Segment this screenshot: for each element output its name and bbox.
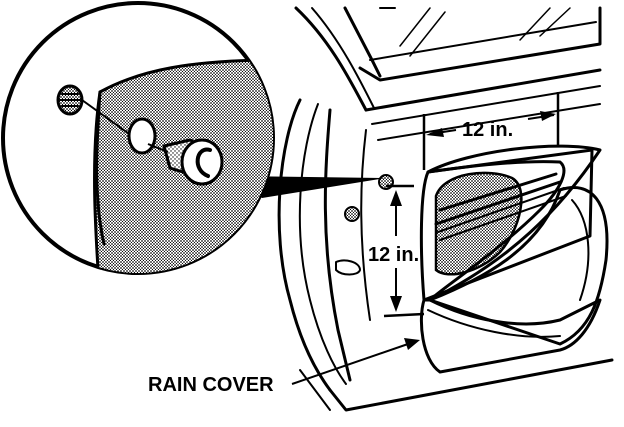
dimension-vertical	[383, 184, 425, 318]
rain-cover-peel	[419, 144, 609, 374]
width-measure-label: 12 in.	[462, 119, 513, 141]
dimension-horizontal	[422, 92, 560, 170]
rain-cover-leader	[291, 338, 420, 385]
detail-callout-wedge	[232, 176, 386, 198]
door-frame	[277, 6, 614, 412]
magnified-detail	[1, 1, 275, 275]
clip-icon	[56, 84, 133, 137]
push-clip	[147, 138, 224, 186]
height-measure-label: 12 in.	[368, 244, 419, 266]
clip-hole-lower	[344, 206, 360, 222]
rain-cover-label: RAIN COVER	[148, 374, 274, 396]
panel-hole	[127, 117, 157, 155]
